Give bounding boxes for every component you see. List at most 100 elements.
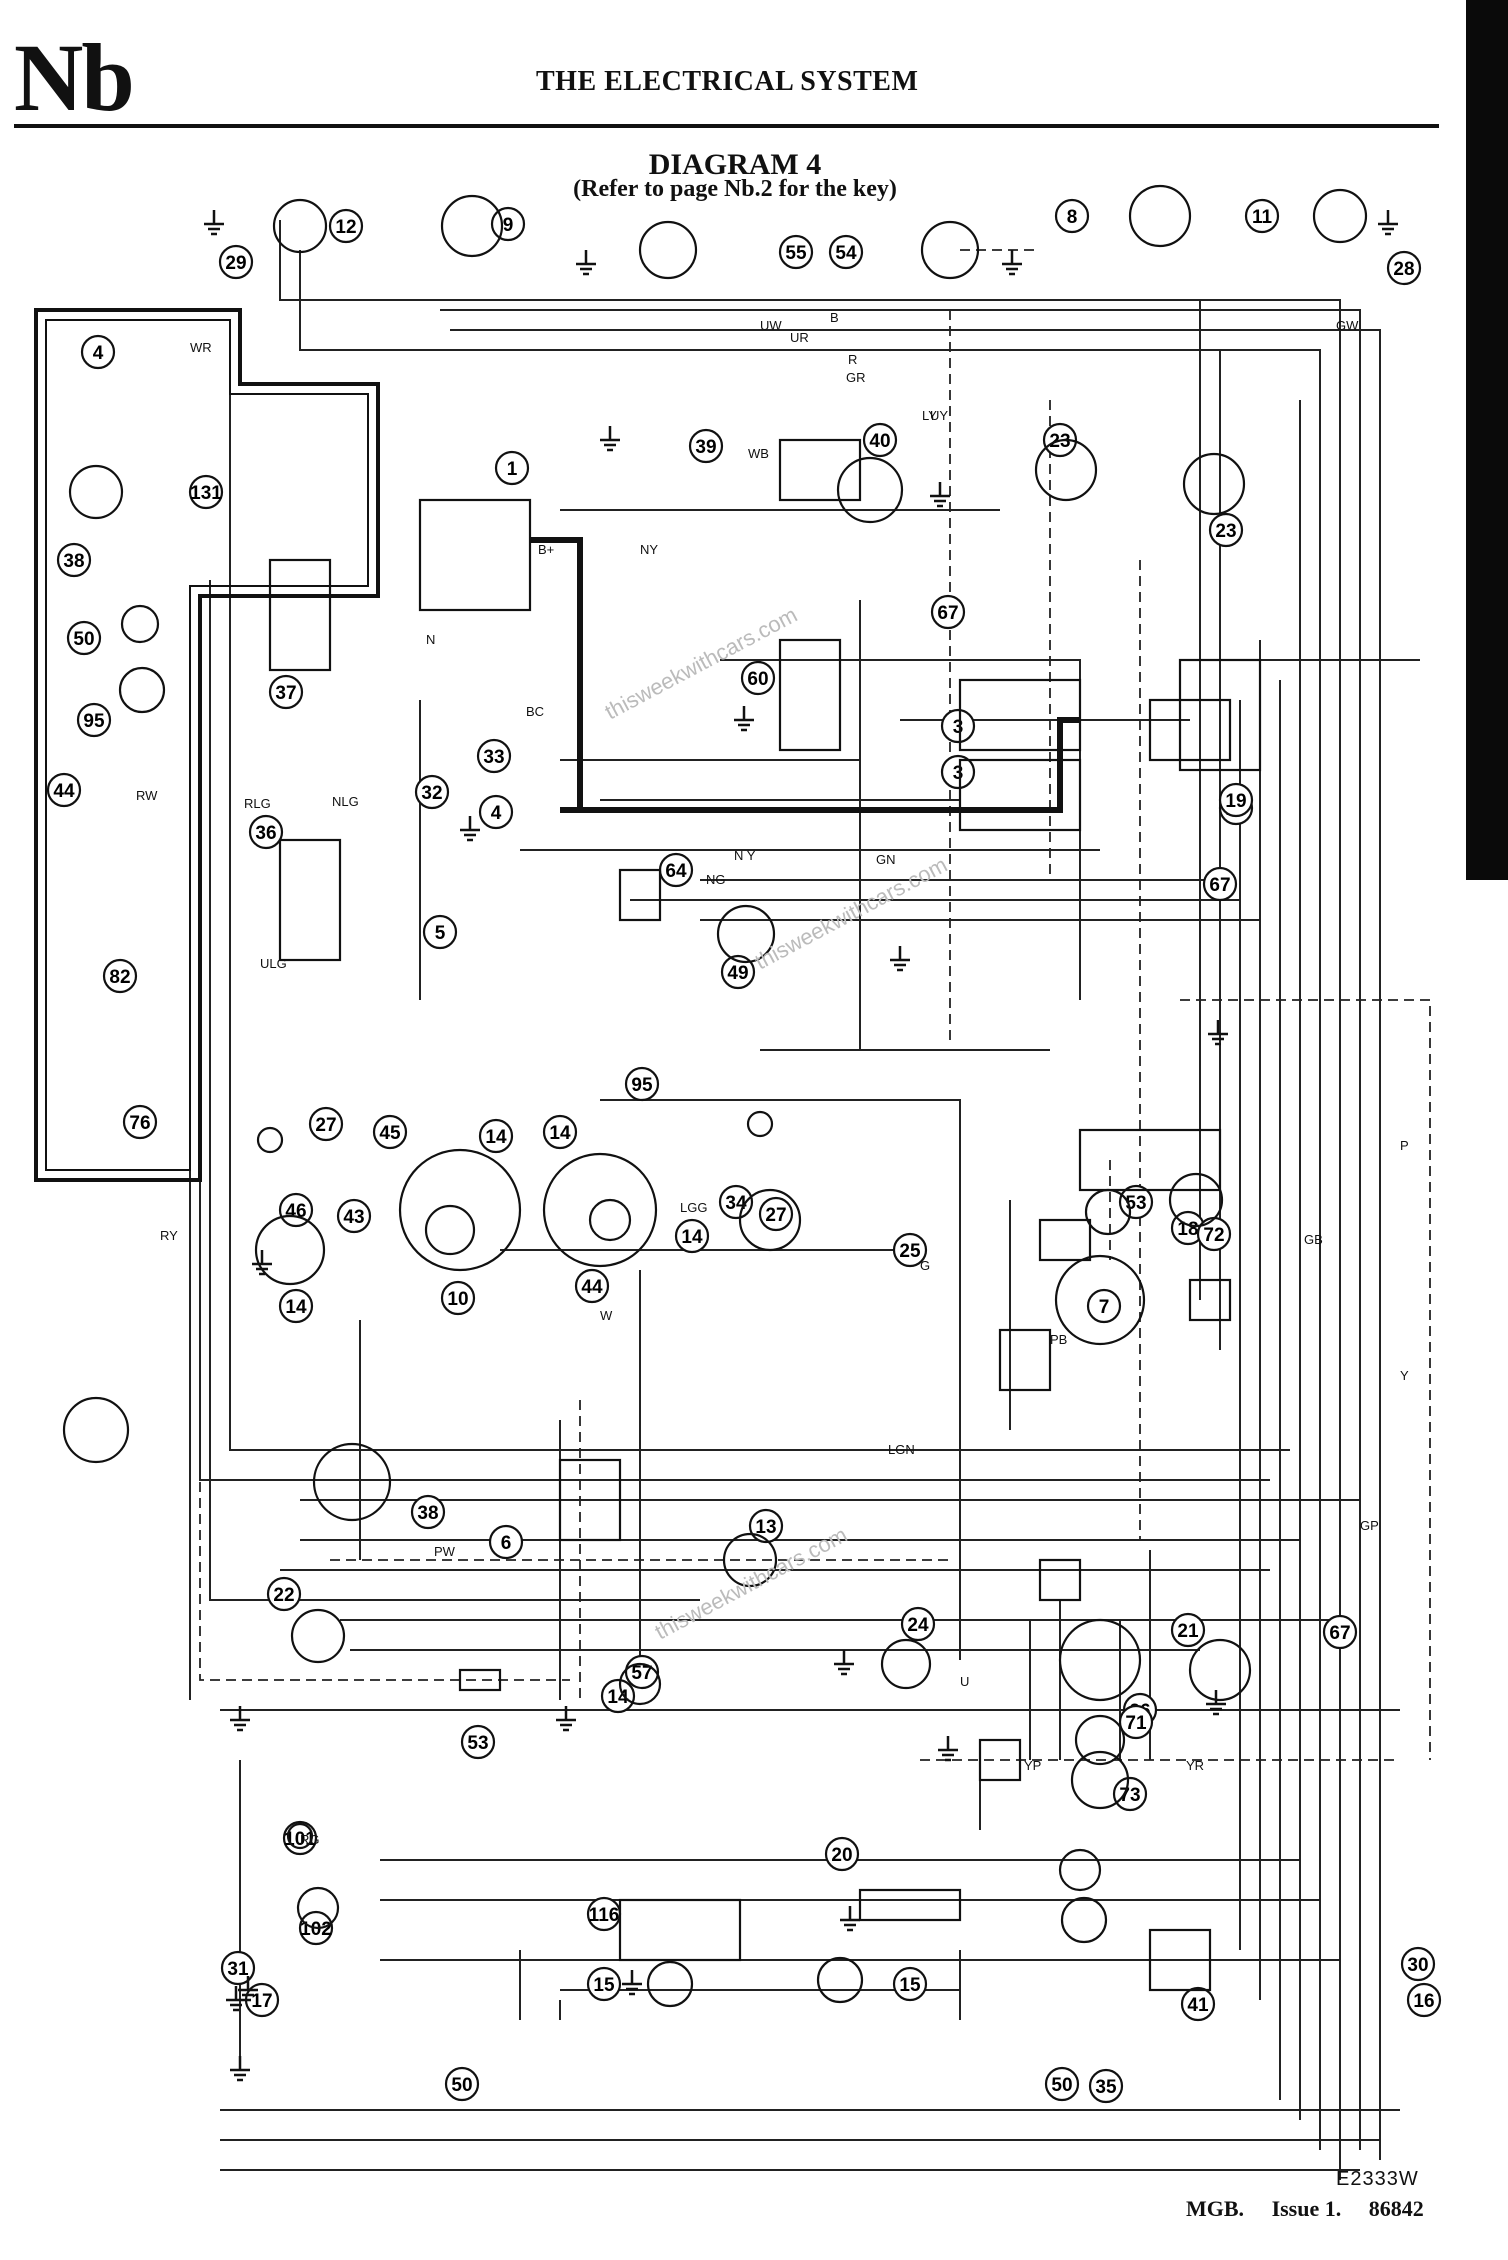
svg-text:14: 14 <box>485 1127 507 1148</box>
dashed-wire-layer <box>199 249 1431 1761</box>
component-callout-12: 12 <box>328 208 364 244</box>
svg-text:3: 3 <box>953 717 964 738</box>
component-body <box>716 904 776 964</box>
earth-icon <box>230 1706 250 1732</box>
battery-cable-layer <box>530 537 1080 813</box>
component-callout-44: 44 <box>46 772 82 808</box>
footer-part-number: 86842 <box>1368 2196 1424 2221</box>
svg-text:3: 3 <box>953 763 964 784</box>
wire-code-label: GP <box>1360 1518 1379 1533</box>
component-callout-33: 33 <box>476 738 512 774</box>
component-body <box>1058 1848 1102 1892</box>
wire-code-label: UY <box>930 408 948 423</box>
wire-code-label: GR <box>846 370 866 385</box>
wire-code-label: PB <box>1050 1332 1067 1347</box>
wire-code-label: UW <box>760 318 782 333</box>
svg-text:71: 71 <box>1125 1713 1147 1734</box>
svg-text:39: 39 <box>695 437 716 458</box>
earth-icon <box>890 946 910 972</box>
component-body <box>1074 1714 1126 1766</box>
svg-text:55: 55 <box>785 243 807 264</box>
wire-code-label: B+ <box>538 542 554 557</box>
component-body <box>418 498 532 612</box>
component-body <box>1148 1928 1212 1992</box>
component-body <box>458 1668 502 1692</box>
component-callout-6: 6 <box>488 1524 524 1560</box>
svg-text:1: 1 <box>507 459 518 480</box>
wire-code-label: W <box>600 1308 613 1323</box>
drawing-code: E2333W <box>1336 2168 1419 2190</box>
svg-text:15: 15 <box>899 1975 921 1996</box>
diagram-subtitle: (Refer to page Nb.2 for the key) <box>573 176 897 202</box>
watermark: thisweekwithcars.com <box>751 852 952 975</box>
svg-text:20: 20 <box>831 1845 852 1866</box>
component-callout-4: 4 <box>478 794 514 830</box>
component-body <box>398 1148 522 1272</box>
component-body <box>638 220 698 280</box>
component-body <box>296 1886 340 1930</box>
component-callout-71: 71 <box>1118 1704 1154 1740</box>
component-callout-16: 16 <box>1406 1982 1442 2018</box>
left-subassembly-box <box>34 308 380 1182</box>
component-body <box>836 456 904 524</box>
wire-code-label: GN <box>876 852 896 867</box>
component-callout-95: 95 <box>76 702 112 738</box>
footer-model: MGB. <box>1186 2196 1245 2221</box>
component-body <box>958 758 1082 832</box>
wire-code-label: UR <box>790 330 809 345</box>
svg-text:50: 50 <box>1051 2075 1072 2096</box>
component-callout-3: 3 <box>940 708 976 744</box>
svg-text:32: 32 <box>421 783 442 804</box>
component-body <box>1060 1896 1108 1944</box>
component-body <box>1178 658 1262 772</box>
component-body <box>1058 1618 1142 1702</box>
component-body <box>440 194 504 258</box>
svg-text:18: 18 <box>1177 1219 1198 1240</box>
svg-text:72: 72 <box>1203 1225 1224 1246</box>
svg-text:95: 95 <box>83 711 105 732</box>
svg-text:35: 35 <box>1095 2077 1117 2098</box>
svg-text:22: 22 <box>273 1585 294 1606</box>
component-body <box>272 198 328 254</box>
svg-text:44: 44 <box>53 781 75 802</box>
wire-code-label: LGN <box>888 1442 915 1457</box>
component-callout-5: 5 <box>422 914 458 950</box>
svg-text:37: 37 <box>275 683 296 704</box>
component-callout-50: 50 <box>66 620 102 656</box>
component-callout-54: 54 <box>828 234 864 270</box>
wire-layer <box>189 220 1420 2180</box>
svg-text:131: 131 <box>190 483 222 504</box>
wire-code-label: Y <box>1400 1368 1409 1383</box>
svg-text:8: 8 <box>1067 207 1078 228</box>
component-body <box>618 1662 662 1706</box>
component-body <box>1038 1218 1092 1262</box>
component-body <box>920 220 980 280</box>
svg-text:17: 17 <box>251 1991 272 2012</box>
svg-text:16: 16 <box>1413 1991 1434 2012</box>
svg-text:67: 67 <box>937 603 958 624</box>
component-body <box>880 1638 932 1690</box>
footer-issue: Issue 1. <box>1271 2196 1342 2221</box>
wire-code-label: NLG <box>332 794 359 809</box>
section-code: Nb <box>14 24 135 131</box>
component-callout-45: 45 <box>372 1114 408 1150</box>
wire-code-label: WB <box>748 446 769 461</box>
svg-text:14: 14 <box>607 1687 629 1708</box>
svg-text:27: 27 <box>315 1115 336 1136</box>
component-body <box>558 1458 622 1542</box>
component-callout-67: 67 <box>1322 1614 1358 1650</box>
component-body <box>778 638 842 752</box>
svg-text:53: 53 <box>467 1733 488 1754</box>
component-callout-14: 14 <box>478 1118 514 1154</box>
component-callout-15: 15 <box>892 1966 928 2002</box>
component-body <box>256 1126 284 1154</box>
component-callout-55: 55 <box>778 234 814 270</box>
svg-text:45: 45 <box>379 1123 401 1144</box>
component-callout-30: 30 <box>1400 1946 1436 1982</box>
component-body <box>290 1608 346 1664</box>
wire-code-label: P <box>1400 1138 1409 1153</box>
svg-text:11: 11 <box>1252 207 1273 228</box>
component-body <box>542 1152 658 1268</box>
